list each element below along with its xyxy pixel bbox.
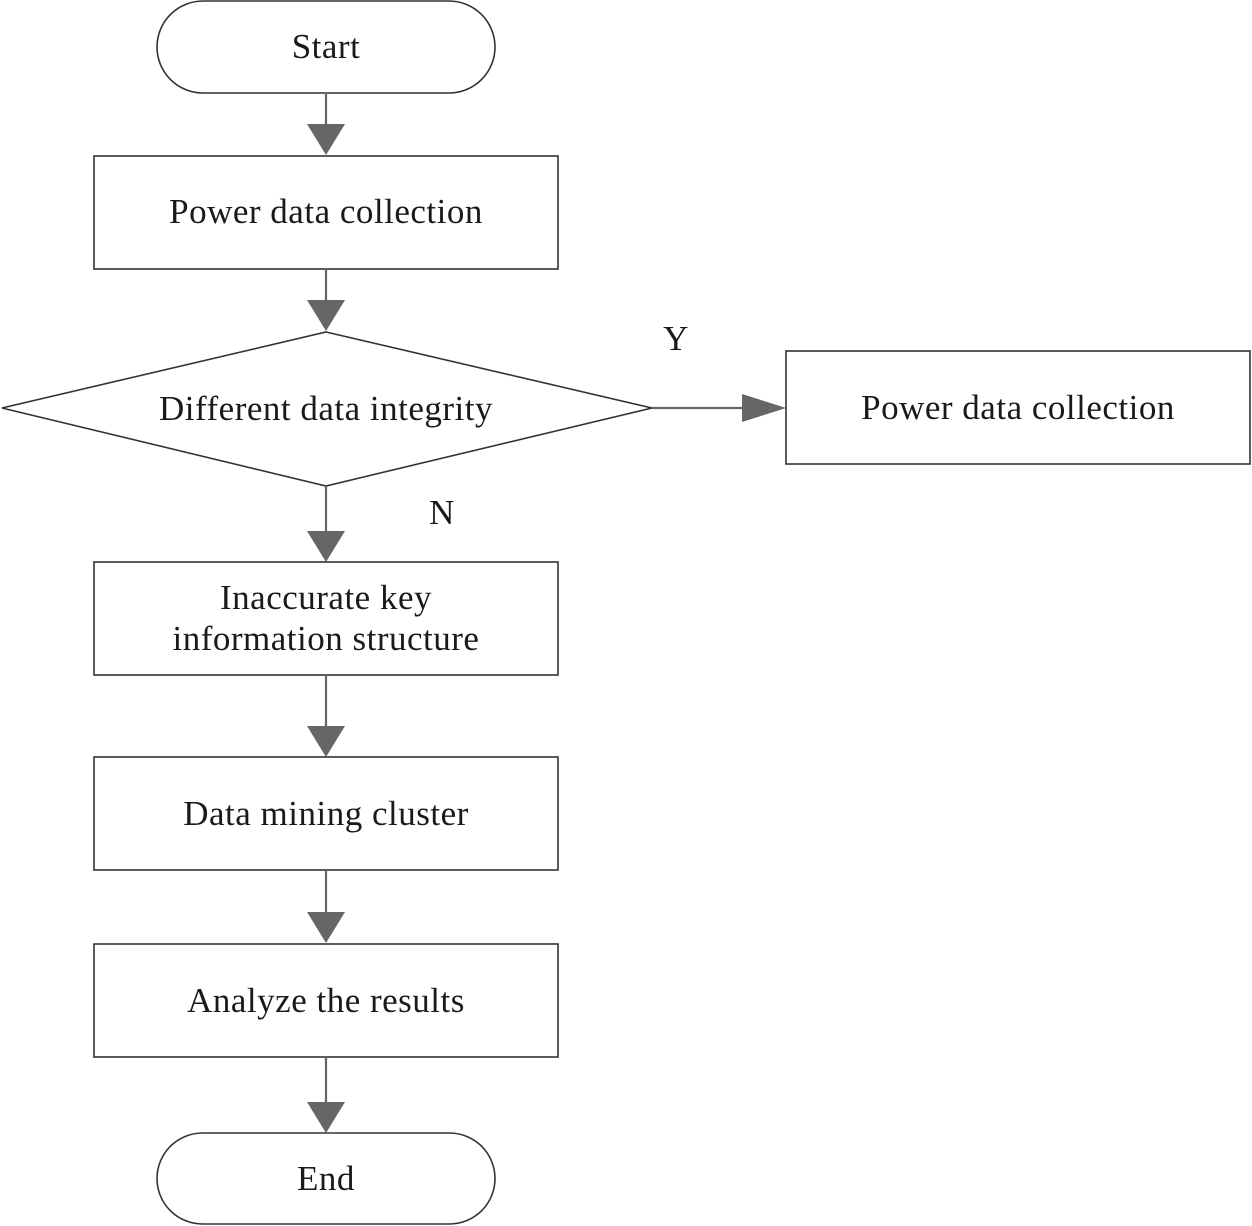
arrowhead [307,300,345,331]
connector-start-to-collection [307,93,345,155]
data-mining-label: Data mining cluster [183,794,469,833]
process-power-data-collection: Power data collection [93,155,559,270]
end-terminal: End [156,1132,496,1225]
no-label: N [429,493,455,532]
connector-no-branch [307,486,345,562]
connector-key-info-to-mining [307,675,345,757]
connector-yes-branch [652,394,786,422]
arrowhead [742,394,786,422]
decision-data-integrity: Different data integrity [1,331,653,487]
key-info-label-line2: information structure [173,619,480,658]
start-terminal: Start [156,0,496,94]
arrowhead [307,912,345,943]
start-label: Start [292,27,361,66]
process-analyze-results: Analyze the results [93,943,559,1058]
arrowhead [307,726,345,757]
connector-analyze-to-end [307,1057,345,1133]
yes-label: Y [663,319,689,358]
arrowhead [307,124,345,155]
process-power-data-collection-yes: Power data collection [785,350,1251,465]
connector-mining-to-analyze [307,870,345,943]
process-data-mining-cluster: Data mining cluster [93,756,559,871]
connector-collection-to-decision [307,269,345,331]
yes-target-label: Power data collection [861,388,1175,427]
decision-label: Different data integrity [159,389,493,428]
end-label: End [297,1159,355,1198]
arrowhead [307,1102,345,1133]
arrowhead [307,531,345,562]
key-info-label-line1: Inaccurate key [220,578,432,617]
process-inaccurate-key-info: Inaccurate key information structure [93,561,559,676]
analyze-label: Analyze the results [187,981,465,1020]
power-data-collection-label: Power data collection [169,192,483,231]
